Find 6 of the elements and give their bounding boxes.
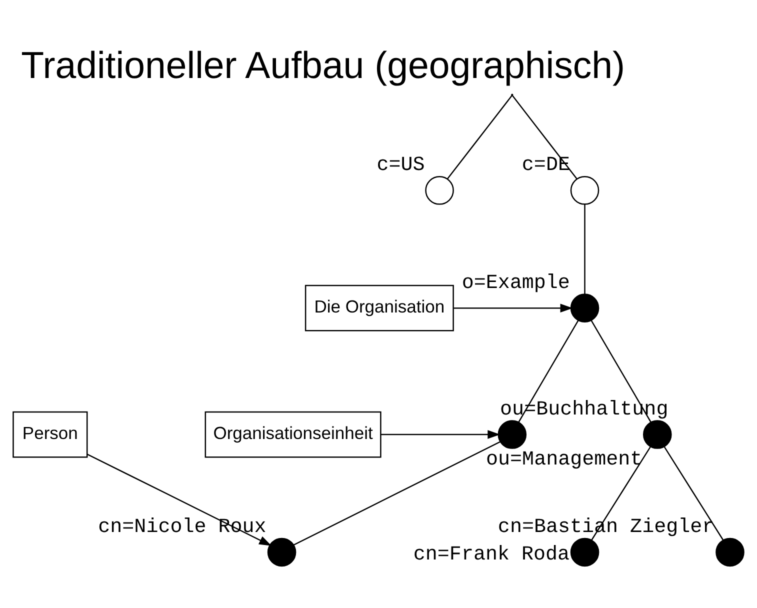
node-label: o=Example: [462, 271, 570, 294]
node-label: cn=Frank Roda: [413, 542, 570, 566]
diagram-title: Traditioneller Aufbau (geographisch): [21, 44, 626, 86]
node-label: c=US: [376, 154, 425, 177]
node-label: c=DE: [522, 154, 570, 177]
node-label: ou=Management: [486, 448, 642, 471]
